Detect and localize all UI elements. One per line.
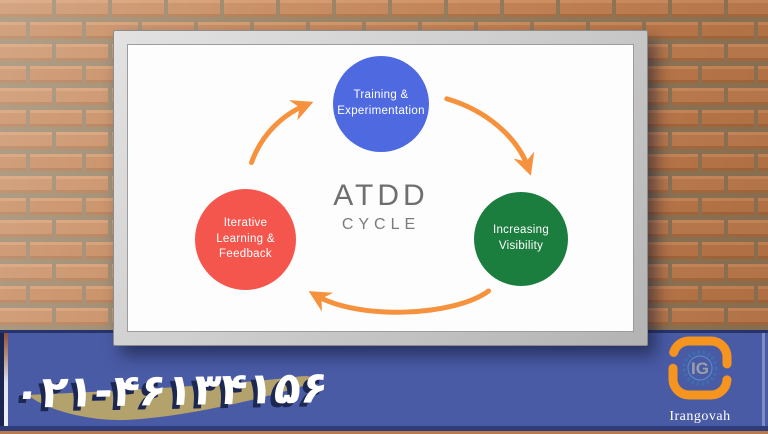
banner-left-accent-line (4, 333, 8, 431)
cycle-arrows (249, 96, 535, 315)
node-visibility-label: Increasing Visibility (492, 224, 550, 252)
banner-right-accent-line (762, 333, 765, 431)
cycle-title-block: ATDD CYCLE (301, 179, 461, 234)
node-iterative-learning-feedback: Iterative Learning & Feedback (195, 189, 296, 290)
arrow-training-to-visibility (444, 96, 535, 176)
arrow-learning-to-training (249, 100, 314, 166)
company-logo: IG Irangovah (658, 336, 742, 432)
logo-monogram: IG (691, 359, 709, 378)
banner-bottom-strip (0, 426, 768, 431)
node-learning-label: Iterative Learning & Feedback (216, 217, 275, 261)
node-training-label: Training & Experimentation (337, 89, 425, 117)
diagram-title: ATDD (333, 179, 429, 212)
diagram-subtitle: CYCLE (341, 216, 421, 233)
logo-name: Irangovah (669, 409, 731, 424)
phone-number: ۰۲۱-۴۶۱۳۴۱۵۶ (11, 362, 331, 419)
whiteboard: Training & Experimentation Increasing Vi… (113, 30, 648, 346)
node-increasing-visibility: Increasing Visibility (474, 192, 568, 286)
gold-swoosh (28, 376, 313, 421)
node-training-experimentation: Training & Experimentation (333, 56, 429, 152)
banner-left-edge (0, 333, 4, 431)
bottom-banner: ۰۲۱-۴۶۱۳۴۱۵۶ IG Irangovah (0, 330, 768, 431)
logo-mark-icon: IG (668, 336, 732, 400)
arrow-visibility-to-learning (308, 288, 492, 315)
atdd-cycle-diagram: Training & Experimentation Increasing Vi… (128, 45, 633, 331)
whiteboard-surface: Training & Experimentation Increasing Vi… (127, 44, 634, 332)
